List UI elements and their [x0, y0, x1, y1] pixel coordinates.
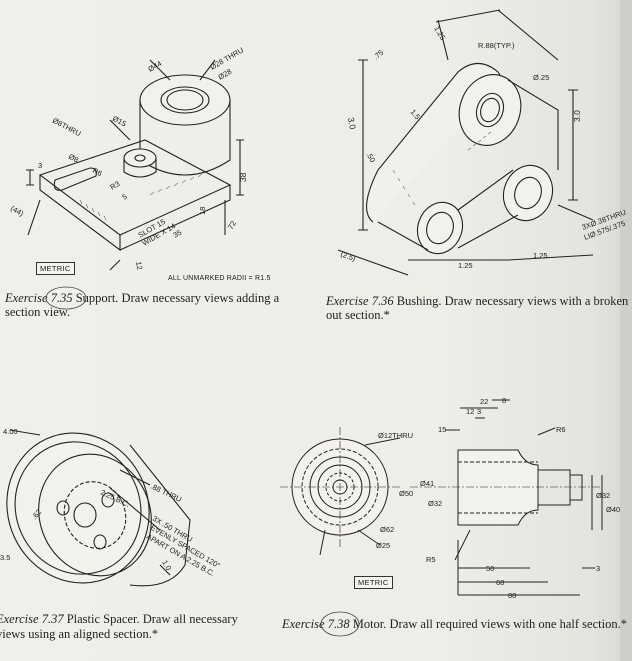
support-drawing: Ø44 Ø28 THRU Ø28 Ø8THRU Ø15 3 Ø8 R6 R3 5…	[9, 45, 248, 271]
spacer-drawing: 4.00 2.25 B.C. .88 THRU 3X .50 THRU EVEN…	[0, 427, 222, 587]
caption-text-7-35: Support. Draw necessary views adding a	[72, 291, 280, 305]
dim-3: 3	[38, 161, 42, 170]
dim-88-thru: .88 THRU	[149, 482, 183, 504]
dim-1-25-b: 1.25	[533, 251, 548, 260]
dim-12: 12	[466, 407, 474, 416]
dim-88: 88	[508, 591, 516, 600]
figure-7-35-support: Ø44 Ø28 THRU Ø28 Ø8THRU Ø15 3 Ø8 R6 R3 5…	[0, 0, 300, 285]
dim-50: .50	[364, 151, 377, 165]
dim-d8thru: Ø8THRU	[51, 116, 82, 138]
figure-7-37-spacer: 4.00 2.25 B.C. .88 THRU 3X .50 THRU EVEN…	[0, 410, 300, 600]
dim-3-5: 3.5	[0, 553, 10, 562]
dim-72: 72	[226, 219, 238, 231]
metric-badge-7-38: METRIC	[354, 576, 393, 589]
caption-7-38: Exercise 7.38 Motor. Draw all required v…	[282, 617, 627, 632]
caption-text-7-37: Plastic Spacer. Draw all necessary	[63, 612, 238, 626]
dim-5: 5	[121, 192, 129, 202]
dim-75: .75	[372, 48, 386, 62]
dim-18: 18	[198, 207, 207, 215]
dim-50: 50	[486, 564, 494, 573]
dim-r88: R.88(TYP.)	[478, 41, 515, 50]
caption-text-7-36: Bushing. Draw necessary views with a bro…	[393, 294, 629, 308]
dim-3-right: 3	[596, 564, 600, 573]
dim-d62: Ø62	[380, 525, 394, 534]
dim-d8: Ø8	[67, 152, 80, 165]
dim-d50: Ø50	[399, 489, 413, 498]
dim-d28: Ø28	[217, 67, 234, 82]
caption-7-37: Exercise 7.37 Plastic Spacer. Draw all n…	[0, 612, 238, 627]
dim-22: 22	[480, 397, 488, 406]
exercise-label-7-35: Exercise 7.35	[5, 291, 73, 305]
metric-badge-7-35: METRIC	[36, 262, 75, 275]
dim-1-25-top: 1.25	[432, 25, 447, 42]
bushing-drawing: 1.25 R.88(TYP.) Ø.25 3.0 3.0 .50 .75 1.5…	[337, 9, 627, 276]
dim-d41: Ø41	[420, 479, 434, 488]
dim-r5: R5	[426, 555, 436, 564]
caption-line2-7-37: views using an aligned section.*	[0, 627, 159, 641]
dim-1-0: 1.0	[160, 559, 173, 573]
dim-d40: Ø40	[606, 505, 620, 514]
figure-7-36-bushing: 1.25 R.88(TYP.) Ø.25 3.0 3.0 .50 .75 1.5…	[318, 0, 632, 290]
exercise-label-7-38: Exercise 7.38	[282, 617, 350, 631]
dim-r6: R6	[91, 166, 104, 178]
dim-r3: R3	[109, 179, 122, 192]
caption-line2-7-36: out section.*	[326, 308, 390, 322]
dim-68: 68	[496, 578, 504, 587]
exercise-label-7-36: Exercise 7.36	[326, 294, 394, 308]
dim-d32-shaft: Ø32	[596, 491, 610, 500]
dim-r6: R6	[556, 425, 566, 434]
motor-drawing: 22 8 12 3 15 Ø12THRU R6 Ø41 Ø50 Ø32 Ø62 …	[280, 396, 620, 600]
page-edge-shadow	[620, 0, 632, 661]
dim-35: 35	[172, 228, 184, 240]
dim-38: 38	[238, 172, 248, 182]
dim-12: 12	[134, 261, 144, 271]
dim-8: 8	[502, 396, 506, 405]
dim-d12thru: Ø12THRU	[378, 431, 413, 440]
caption-line2-7-35: section view.	[5, 305, 71, 319]
radii-note: ALL UNMARKED RADII = R1.5	[168, 275, 271, 282]
caption-text-7-38: Motor. Draw all required views with one …	[349, 617, 627, 631]
dim-3-0-right: 3.0	[572, 110, 582, 122]
dim-2-5: (2.5)	[339, 249, 357, 263]
caption-7-36: Exercise 7.36 Bushing. Draw necessary vi…	[326, 294, 628, 309]
exercise-label-7-37: Exercise 7.37	[0, 612, 64, 626]
dim-1-25-a: 1.25	[458, 261, 473, 270]
dim-4-00: 4.00	[3, 427, 18, 436]
dim-d25: Ø.25	[533, 73, 549, 82]
dim-d25: Ø25	[376, 541, 390, 550]
dim-d32: Ø32	[428, 499, 442, 508]
caption-7-35: Exercise 7.35 Support. Draw necessary vi…	[5, 291, 279, 306]
dim-15: 15	[438, 425, 446, 434]
figure-7-38-motor: 22 8 12 3 15 Ø12THRU R6 Ø41 Ø50 Ø32 Ø62 …	[280, 390, 632, 610]
dim-d15: Ø15	[111, 114, 128, 129]
dim-44: (44)	[9, 204, 25, 218]
dim-3-top: 3	[477, 407, 481, 416]
dim-3-0-left: 3.0	[346, 117, 358, 131]
